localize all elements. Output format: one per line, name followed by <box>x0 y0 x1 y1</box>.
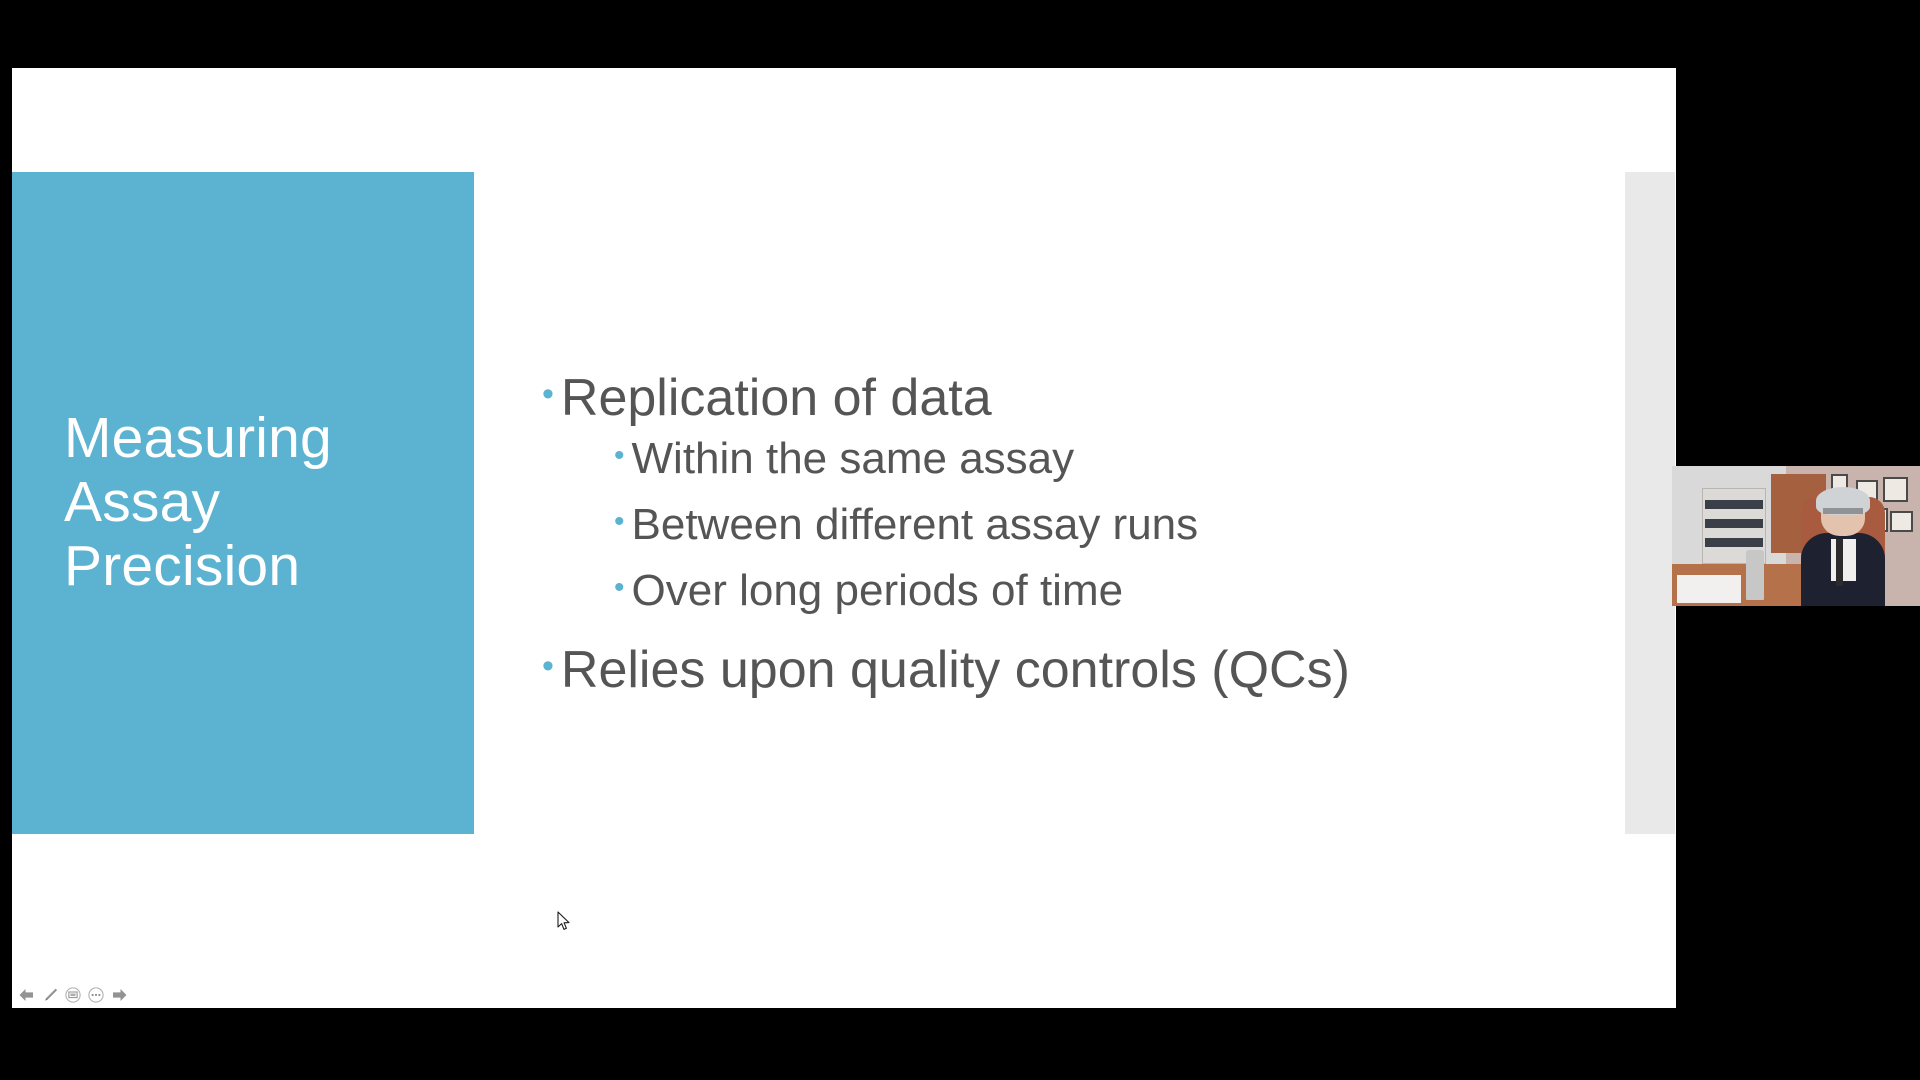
webcam-scene <box>1672 466 1920 606</box>
bullet-dot-icon: • <box>614 439 625 472</box>
page-title-line-3: Precision <box>64 533 301 598</box>
pen-icon[interactable] <box>41 986 59 1004</box>
presentation-slide[interactable]: Measuring Assay Precision • Replication … <box>12 68 1676 1008</box>
next-arrow-icon[interactable] <box>110 986 128 1004</box>
presentation-toolbar <box>18 986 128 1004</box>
presenter-video-thumbnail[interactable] <box>1672 466 1920 606</box>
bullet-dot-icon: • <box>542 647 554 685</box>
webcam-shelf-row <box>1705 537 1763 547</box>
bullet-dot-icon: • <box>614 571 625 604</box>
webcam-shelf-row <box>1705 518 1763 528</box>
webcam-shelf-row <box>1705 499 1763 509</box>
webcam-person-lanyard <box>1835 538 1844 587</box>
bullet-label: Over long periods of time <box>631 566 1124 615</box>
webcam-desk-papers <box>1676 575 1742 604</box>
bullet-dot-icon: • <box>542 375 554 413</box>
page-title-line-2: Assay <box>64 470 221 535</box>
webcam-picture-frame <box>1890 510 1913 532</box>
bullet-label: Between different assay runs <box>631 500 1199 549</box>
slide-view-icon[interactable] <box>64 986 82 1004</box>
bullet-label: Within the same assay <box>631 434 1075 483</box>
mouse-cursor <box>557 911 571 931</box>
bullet-item: • Relies upon quality controls (QCs) <box>542 640 1602 700</box>
slide-body-content: • Replication of data • Within the same … <box>542 368 1602 706</box>
page-title: Measuring Assay Precision <box>12 406 368 598</box>
webcam-picture-frame <box>1882 477 1908 503</box>
slide-title-panel: Measuring Assay Precision <box>12 172 474 834</box>
webcam-person-glasses <box>1823 508 1863 514</box>
page-title-line-1: Measuring <box>64 406 332 471</box>
webcam-bottle <box>1746 550 1764 601</box>
bullet-item: • Replication of data <box>542 368 1602 428</box>
bullet-label: Replication of data <box>560 369 992 427</box>
more-options-icon[interactable] <box>87 986 105 1004</box>
bullet-dot-icon: • <box>614 505 625 538</box>
bullet-item: • Within the same assay <box>614 434 1602 484</box>
bullet-label: Relies upon quality controls (QCs) <box>560 641 1350 699</box>
bullet-item: • Over long periods of time <box>614 566 1602 616</box>
previous-arrow-icon[interactable] <box>18 986 36 1004</box>
webcam-person-shirt <box>1830 538 1856 581</box>
bullet-item: • Between different assay runs <box>614 500 1602 550</box>
slide-side-pane-strip <box>1625 172 1675 834</box>
